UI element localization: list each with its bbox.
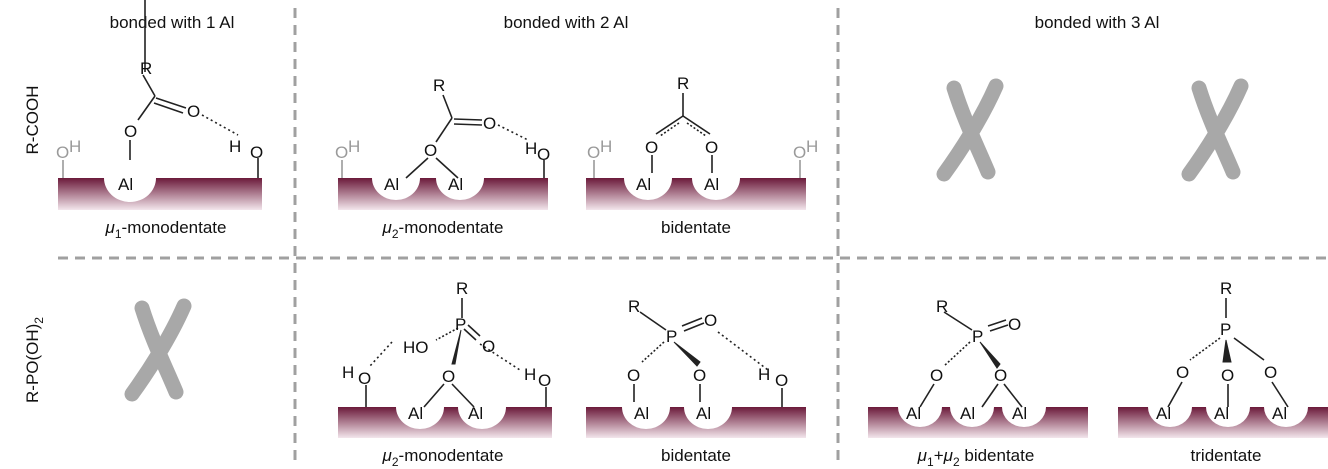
svg-text:Al: Al	[704, 175, 719, 194]
svg-text:Al: Al	[906, 404, 921, 423]
svg-text:O: O	[645, 138, 658, 157]
not-possible-cross-icon	[1189, 86, 1241, 174]
label-mu2-monodentate-cooh: μ2-monodentate	[382, 218, 504, 241]
svg-text:H: H	[229, 137, 241, 156]
label-mu2-monodentate-phosphonic: μ2-monodentate	[382, 446, 504, 469]
svg-text:O: O	[705, 138, 718, 157]
svg-text:R: R	[456, 279, 468, 298]
svg-text:O: O	[482, 337, 495, 356]
svg-text:O: O	[1221, 366, 1234, 385]
panel-cooh-bidentate: R O O O H O H Al Al bidentate	[586, 74, 818, 237]
svg-text:P: P	[666, 327, 677, 346]
panel-phosphonic-mu1-mu2-bidentate: R P O O O Al Al Al μ1+μ2 bidentate	[868, 297, 1088, 469]
alumina-surface	[338, 407, 552, 438]
svg-text:Al: Al	[118, 175, 133, 194]
panel-phosphonic-bidentate: R P O O O H O Al Al bidentate	[586, 297, 806, 465]
alumina-surface	[338, 178, 548, 210]
label-mu1-monodentate: μ1-monodentate	[105, 218, 227, 241]
header-col3: bonded with 3 Al	[1035, 13, 1160, 32]
svg-text:O: O	[1176, 363, 1189, 382]
svg-text:O: O	[424, 141, 437, 160]
svg-text:HO: HO	[403, 338, 429, 357]
svg-text:O: O	[538, 371, 551, 390]
svg-text:O: O	[1264, 363, 1277, 382]
svg-text:Al: Al	[1272, 404, 1287, 423]
svg-text:Al: Al	[448, 175, 463, 194]
svg-text:Al: Al	[408, 404, 423, 423]
panel-cooh-mu2-monodentate: R O O H O O H Al Al μ2-monodentate	[335, 76, 550, 241]
header-col2: bonded with 2 Al	[504, 13, 629, 32]
svg-text:P: P	[972, 327, 983, 346]
svg-text:H: H	[348, 137, 360, 156]
svg-text:O: O	[335, 143, 348, 162]
row-label-carboxylic: R-COOH	[23, 86, 42, 155]
svg-text:O: O	[56, 143, 69, 162]
not-possible-cross-icon	[944, 86, 996, 174]
svg-text:O: O	[704, 311, 717, 330]
panel-phosphonic-mu2-monodentate: R P HO O O H O H O Al Al μ2-monodentate	[338, 279, 552, 469]
svg-text:R: R	[1220, 279, 1232, 298]
svg-text:O: O	[124, 122, 137, 141]
svg-text:O: O	[994, 366, 1007, 385]
svg-text:O: O	[358, 369, 371, 388]
svg-text:R: R	[433, 76, 445, 95]
svg-text:H: H	[758, 365, 770, 384]
svg-text:H: H	[525, 139, 537, 158]
svg-text:P: P	[1220, 320, 1231, 339]
svg-text:R: R	[628, 297, 640, 316]
svg-text:Al: Al	[468, 404, 483, 423]
svg-text:P: P	[455, 315, 466, 334]
svg-text:Al: Al	[1214, 404, 1229, 423]
svg-text:H: H	[69, 137, 81, 156]
svg-text:O: O	[483, 114, 496, 133]
svg-text:H: H	[342, 363, 354, 382]
svg-text:O: O	[793, 143, 806, 162]
label-mu1-mu2-bidentate: μ1+μ2 bidentate	[917, 446, 1035, 469]
panel-cooh-mu1-monodentate: R O O H O O H Al μ1-monodentate	[56, 0, 263, 241]
svg-text:Al: Al	[696, 404, 711, 423]
alumina-surface	[868, 407, 1088, 438]
svg-text:O: O	[442, 367, 455, 386]
svg-text:O: O	[930, 366, 943, 385]
alumina-surface	[586, 178, 806, 210]
row-label-phosphonic: R-PO(OH)2	[23, 317, 46, 403]
svg-text:Al: Al	[636, 175, 651, 194]
svg-text:Al: Al	[960, 404, 975, 423]
svg-text:H: H	[806, 137, 818, 156]
svg-text:O: O	[693, 366, 706, 385]
svg-text:O: O	[587, 143, 600, 162]
svg-text:Al: Al	[1012, 404, 1027, 423]
svg-text:O: O	[627, 366, 640, 385]
svg-text:O: O	[250, 143, 263, 162]
grid-dividers	[58, 8, 1328, 465]
header-col1: bonded with 1 Al	[110, 13, 235, 32]
label-bidentate-phosphonic: bidentate	[661, 446, 731, 465]
svg-text:O: O	[775, 371, 788, 390]
not-possible-cross-icon	[132, 306, 184, 394]
panel-phosphonic-tridentate: R P O O O Al Al Al tridentate	[1118, 279, 1328, 465]
svg-text:O: O	[537, 145, 550, 164]
svg-text:O: O	[1008, 315, 1021, 334]
svg-text:R: R	[936, 297, 948, 316]
alumina-surface	[1118, 407, 1328, 438]
label-tridentate: tridentate	[1191, 446, 1262, 465]
svg-text:Al: Al	[384, 175, 399, 194]
label-bidentate-cooh: bidentate	[661, 218, 731, 237]
svg-text:Al: Al	[634, 404, 649, 423]
svg-text:O: O	[187, 102, 200, 121]
svg-text:Al: Al	[1156, 404, 1171, 423]
svg-text:R: R	[140, 59, 152, 78]
alumina-surface	[58, 178, 262, 210]
svg-text:H: H	[524, 365, 536, 384]
alumina-surface	[586, 407, 806, 438]
svg-text:H: H	[600, 137, 612, 156]
svg-text:R: R	[677, 74, 689, 93]
